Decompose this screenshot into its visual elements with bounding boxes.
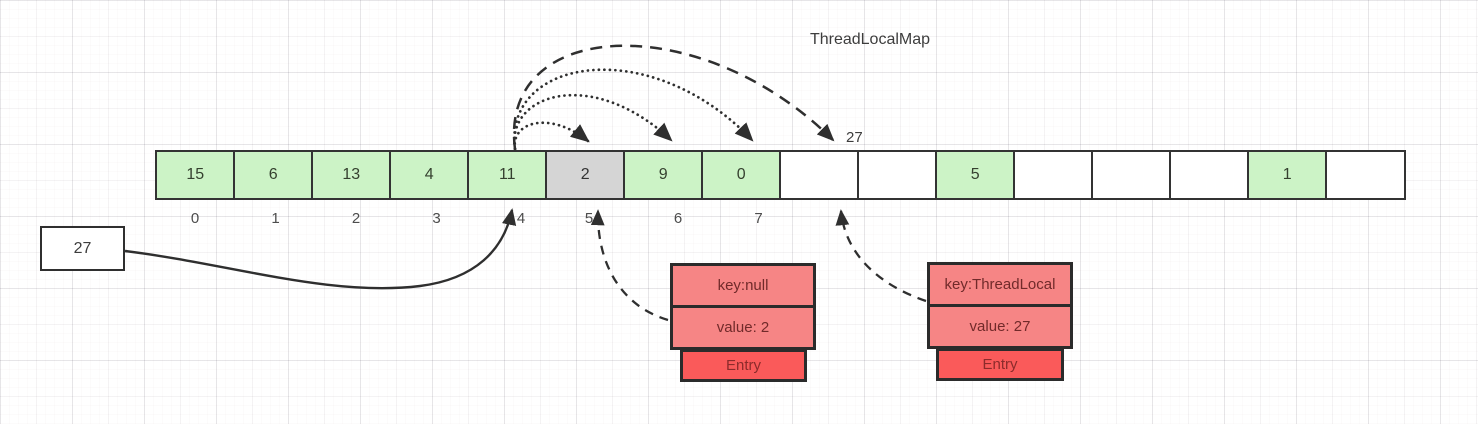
cell-value: 15 — [186, 166, 205, 183]
array-cell-1: 6 — [233, 150, 314, 200]
cell-value: 11 — [498, 166, 516, 183]
live-entry-to-slot8-arrow — [835, 209, 927, 303]
array-cell-9 — [857, 150, 938, 200]
index-label-4: 4 — [516, 210, 526, 227]
array-cell-11 — [1013, 150, 1094, 200]
array-cell-0: 15 — [155, 150, 236, 200]
entry-box-stale: key:null value: 2 — [670, 263, 816, 350]
diagram-title: ThreadLocalMap — [809, 31, 931, 48]
probe-arc-slot8 — [512, 44, 835, 150]
hash-array: 15 6 13 4 11 2 9 0 5 1 — [155, 150, 1443, 200]
entry-footer-live: Entry — [936, 348, 1064, 381]
cell-value: 1 — [1282, 166, 1292, 183]
index-label-5: 5 — [584, 210, 594, 227]
probe-result-label: 27 — [846, 129, 863, 146]
array-cell-13 — [1169, 150, 1250, 200]
hash-value-box: 27 — [40, 226, 125, 271]
array-cell-12 — [1091, 150, 1172, 200]
index-label-3: 3 — [432, 210, 441, 227]
entry-footer-stale: Entry — [680, 349, 807, 382]
index-label-7: 7 — [754, 210, 763, 227]
cell-value: 9 — [658, 166, 668, 183]
array-cell-2: 13 — [311, 150, 392, 200]
cell-value: 13 — [342, 166, 361, 183]
array-cell-6: 9 — [623, 150, 704, 200]
cell-value: 5 — [970, 166, 980, 183]
stale-entry-to-slot5-arrow — [590, 209, 669, 322]
probe-arc-slot5 — [513, 121, 590, 151]
entry-key: key:null — [673, 266, 813, 308]
entry-box-live: key:ThreadLocal value: 27 — [927, 262, 1073, 349]
cell-value: 0 — [736, 166, 746, 183]
array-cell-5: 2 — [545, 150, 626, 200]
hash-value: 27 — [73, 239, 92, 257]
index-label-1: 1 — [271, 210, 280, 227]
array-cell-3: 4 — [389, 150, 470, 200]
cell-value: 4 — [424, 166, 434, 183]
entry-value: value: 2 — [716, 319, 770, 336]
array-cell-15 — [1325, 150, 1406, 200]
array-cell-14: 1 — [1247, 150, 1328, 200]
array-cell-8 — [779, 150, 860, 200]
cell-value: 6 — [268, 166, 278, 183]
probe-arc-slot6 — [513, 93, 673, 151]
cell-value: 2 — [580, 166, 590, 183]
probe-arc-slot7 — [513, 68, 754, 151]
array-cell-7: 0 — [701, 150, 782, 200]
array-cell-10: 5 — [935, 150, 1016, 200]
index-label-0: 0 — [190, 210, 200, 227]
entry-key: key:ThreadLocal — [930, 265, 1070, 307]
array-cell-4: 11 — [467, 150, 548, 200]
index-label-2: 2 — [351, 210, 361, 227]
entry-value: value: 27 — [969, 318, 1031, 335]
index-label-6: 6 — [673, 210, 683, 227]
